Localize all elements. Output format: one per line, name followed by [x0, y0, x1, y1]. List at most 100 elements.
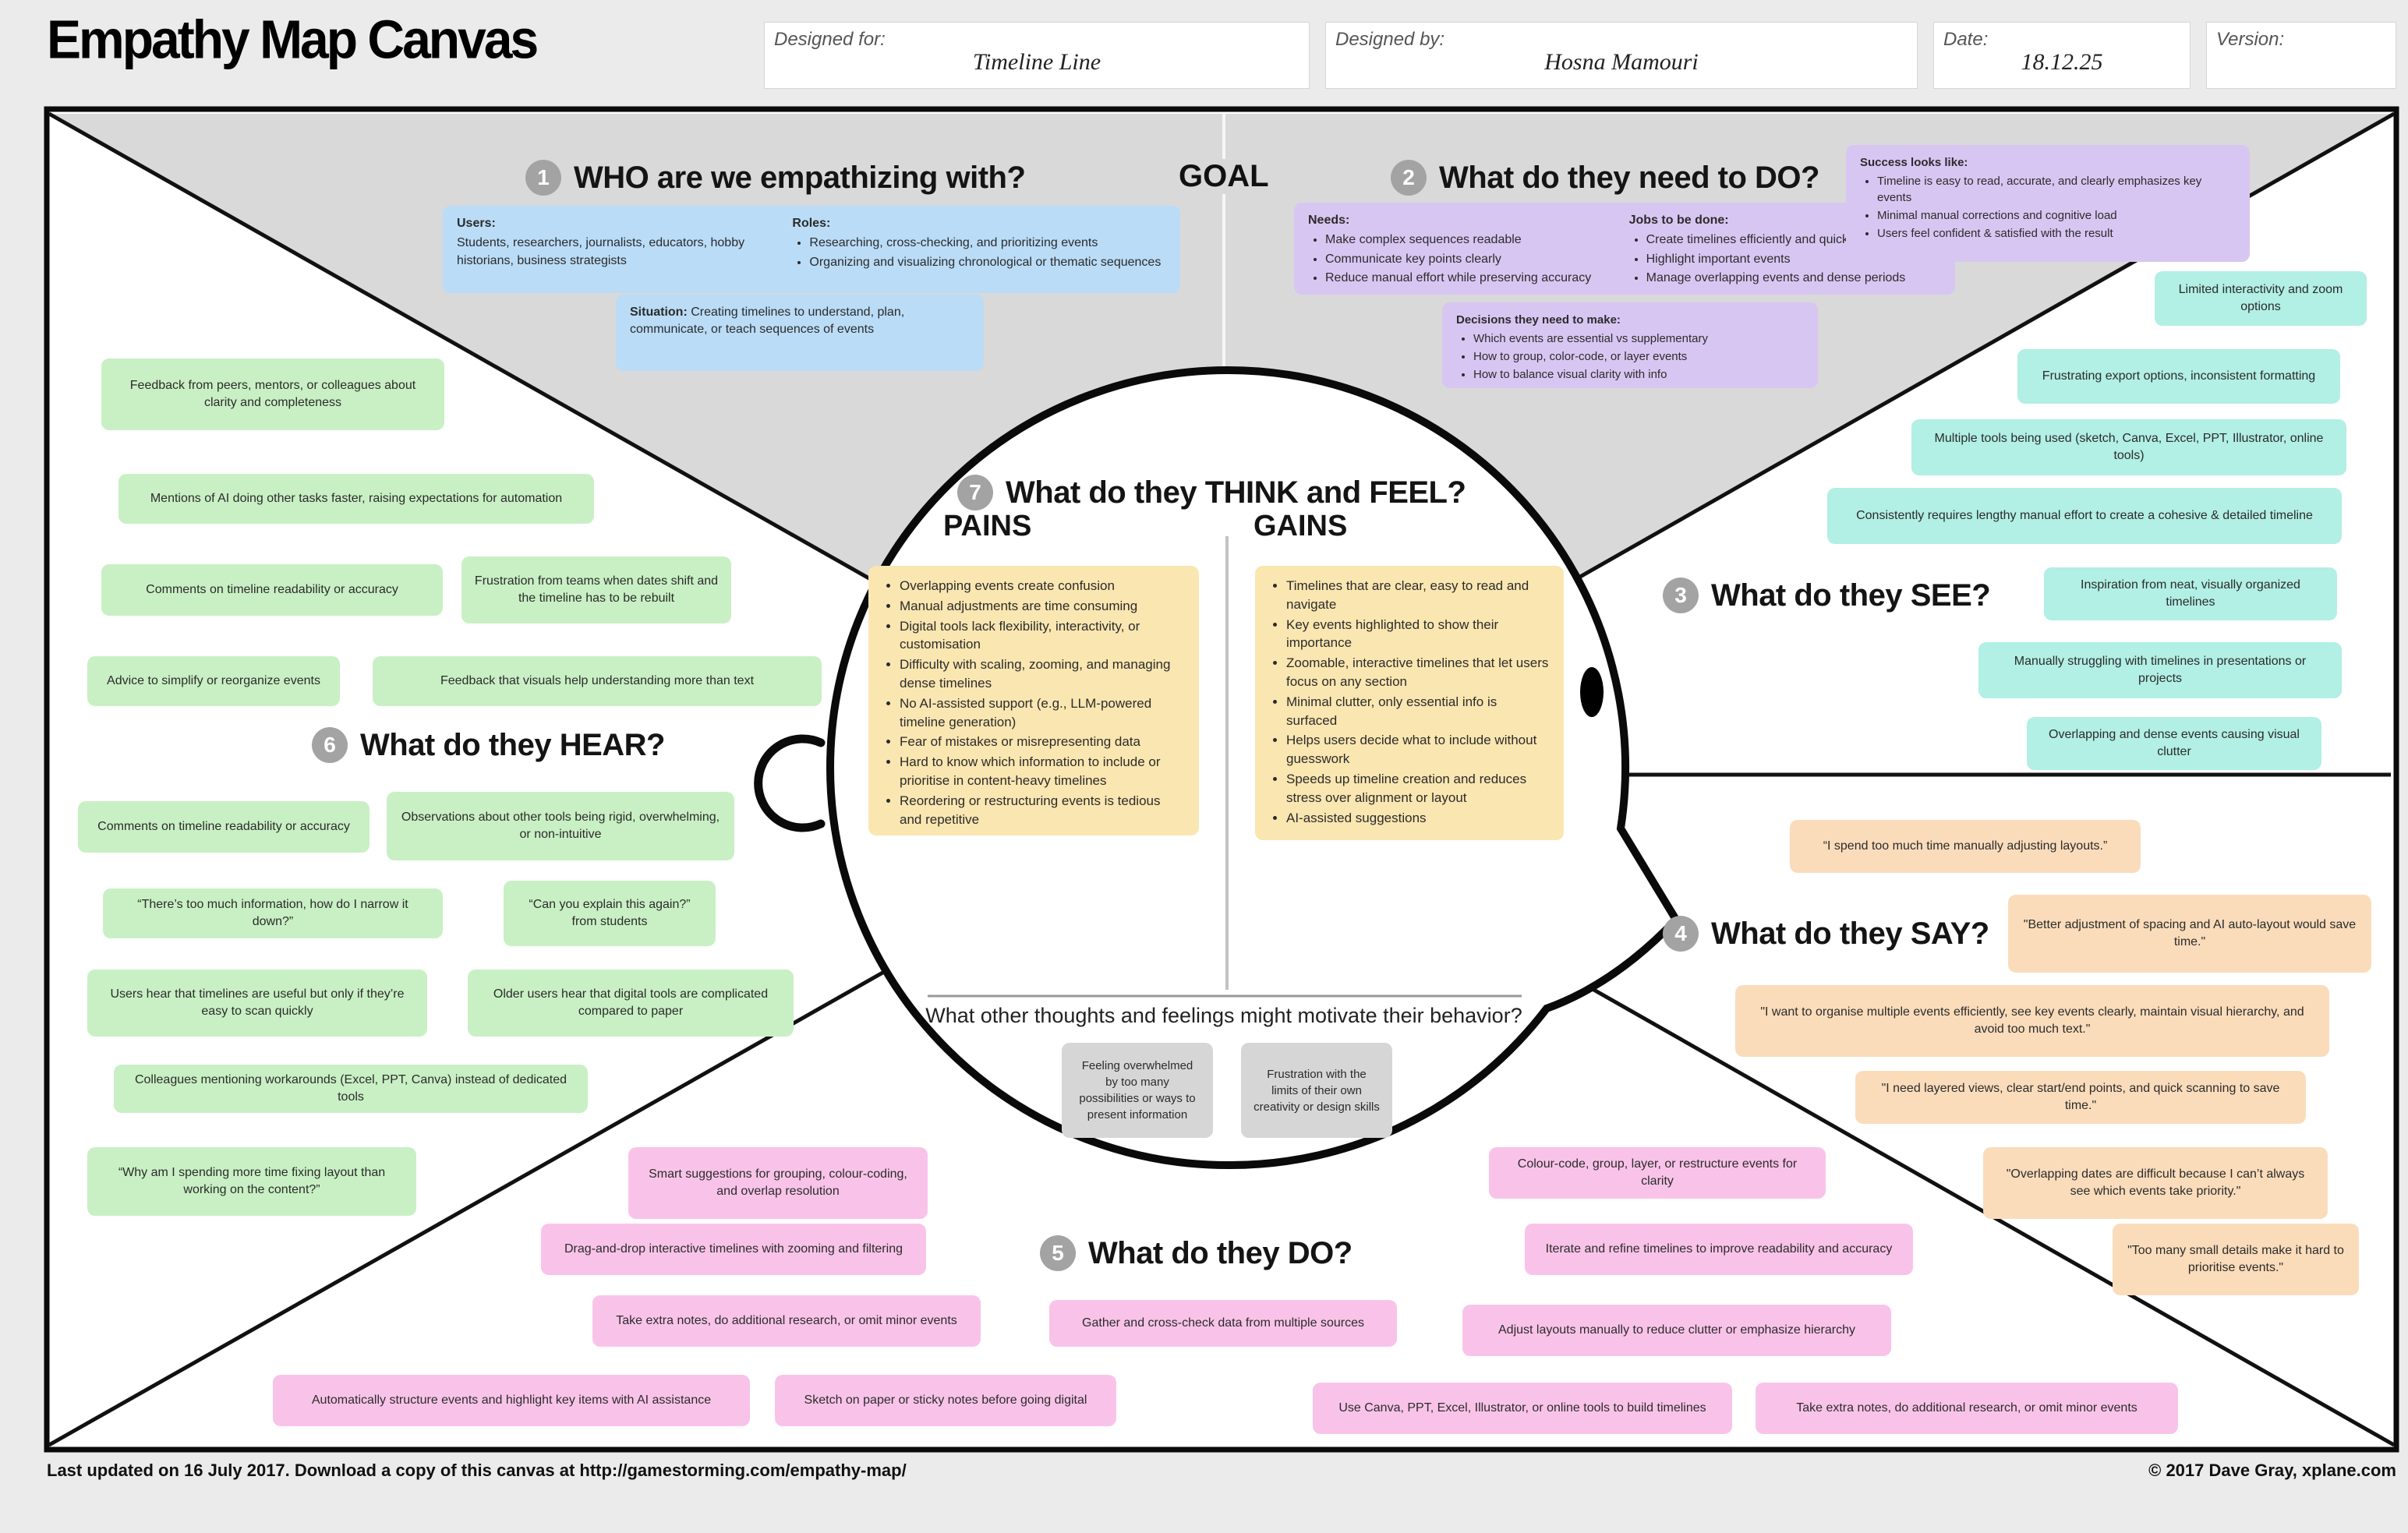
sticky-text: Colour-code, group, layer, or restructur… [1517, 1157, 1798, 1188]
section-number-badge: 4 [1663, 916, 1699, 952]
sticky-text: Feeling overwhelmed by too many possibil… [1079, 1059, 1196, 1121]
sticky-text: Consistently requires lengthy manual eff… [1856, 508, 2313, 522]
sticky-text: Older users hear that digital tools are … [493, 987, 769, 1018]
sticky-text: Overlapping events create confusionManua… [882, 577, 1185, 828]
header-field-value: Timeline Line [972, 49, 1101, 75]
see-note: Frustrating export options, inconsistent… [2017, 349, 2340, 404]
motivation-note: Feeling overwhelmed by too many possibil… [1062, 1043, 1213, 1138]
hear-note: Older users hear that digital tools are … [468, 970, 794, 1037]
sticky-text: Inspiration from neat, visually organize… [2081, 578, 2300, 609]
think-feel-question: What other thoughts and feelings might m… [925, 1004, 1522, 1027]
sticky-text: "I want to organise multiple events effi… [1760, 1005, 2304, 1036]
section-number-badge: 3 [1663, 578, 1699, 613]
pains-label: PAINS [943, 510, 1032, 542]
section-number-badge: 7 [957, 475, 993, 510]
footer-copyright: © 2017 Dave Gray, xplane.com [2148, 1461, 2396, 1480]
say-note: "Overlapping dates are difficult because… [1983, 1147, 2328, 1219]
do-note: Automatically structure events and highl… [273, 1375, 750, 1426]
say-note: “I spend too much time manually adjustin… [1790, 820, 2141, 873]
header-field-label: Designed for: [774, 29, 886, 50]
section-title: What do they HEAR? [360, 727, 665, 762]
sticky-text: Sketch on paper or sticky notes before g… [804, 1393, 1087, 1407]
hear-note: “There’s too much information, how do I … [103, 888, 443, 938]
sticky-text: Situation: Creating timelines to underst… [630, 306, 905, 337]
who-situation-note: Situation: Creating timelines to underst… [616, 295, 984, 371]
do-note: Colour-code, group, layer, or restructur… [1489, 1147, 1826, 1199]
do-note: Take extra notes, do additional research… [1756, 1383, 2178, 1434]
do-note: Drag-and-drop interactive timelines with… [541, 1224, 926, 1275]
section-header: 1 WHO are we empathizing with? [525, 160, 1026, 196]
section-number-badge: 5 [1040, 1235, 1076, 1271]
header-field: Date:18.12.25 [1933, 22, 2191, 89]
sticky-text: Timelines that are clear, easy to read a… [1269, 577, 1550, 827]
sticky-text: Feedback from peers, mentors, or colleag… [129, 378, 416, 409]
sticky-text: "I need layered views, clear start/end p… [1881, 1081, 2280, 1112]
sticky-text: Adjust layouts manually to reduce clutte… [1498, 1323, 1855, 1337]
sticky-text: Decisions they need to make:Which events… [1456, 312, 1804, 383]
sticky-text: Advice to simplify or reorganize events [107, 673, 320, 687]
section-header: 6 What do they HEAR? [312, 727, 665, 763]
sticky-text: Success looks like:Timeline is easy to r… [1860, 154, 2236, 242]
hear-note: Feedback from peers, mentors, or colleag… [101, 359, 444, 430]
sticky-text: Observations about other tools being rig… [401, 810, 720, 841]
section-title: What do they THINK and FEEL? [1006, 475, 1466, 510]
see-note: Multiple tools being used (sketch, Canva… [1911, 419, 2346, 475]
hear-note: Feedback that visuals help understanding… [373, 656, 822, 706]
sticky-text: Comments on timeline readability or accu… [146, 582, 398, 596]
sticky-text: Use Canva, PPT, Excel, Illustrator, or o… [1338, 1401, 1706, 1415]
sticky-text: Gather and cross-check data from multipl… [1082, 1316, 1364, 1330]
sticky-text: Roles:Researching, cross-checking, and p… [792, 215, 1161, 284]
sticky-text: Take extra notes, do additional research… [1796, 1401, 2137, 1415]
hear-note: “Why am I spending more time fixing layo… [87, 1147, 416, 1216]
sticky-text: Multiple tools being used (sketch, Canva… [1934, 431, 2324, 462]
hear-note: Comments on timeline readability or accu… [78, 801, 370, 853]
hear-note: Observations about other tools being rig… [387, 792, 734, 860]
sticky-text: Drag-and-drop interactive timelines with… [564, 1242, 903, 1256]
page-title: Empathy Map Canvas [47, 9, 539, 70]
hear-note: Mentions of AI doing other tasks faster,… [118, 474, 594, 524]
sticky-text: Feedback that visuals help understanding… [440, 673, 755, 687]
see-note: Overlapping and dense events causing vis… [2027, 717, 2321, 770]
sticky-text: Limited interactivity and zoom options [2178, 282, 2343, 313]
sticky-text: Smart suggestions for grouping, colour-c… [649, 1167, 907, 1198]
hear-note: Frustration from teams when dates shift … [461, 556, 731, 623]
section-number-badge: 6 [312, 727, 348, 763]
section-title: WHO are we empathizing with? [574, 160, 1026, 195]
sticky-text: "Too many small details make it hard to … [2127, 1243, 2344, 1274]
section-title: What do they SAY? [1711, 916, 1989, 951]
see-note: Consistently requires lengthy manual eff… [1827, 488, 2342, 544]
see-note: Inspiration from neat, visually organize… [2044, 567, 2337, 620]
need-needs-jobs-note: Needs:Make complex sequences readableCom… [1294, 203, 1955, 295]
hear-note: Advice to simplify or reorganize events [87, 656, 340, 706]
need-success-note: Success looks like:Timeline is easy to r… [1846, 145, 2250, 262]
header-field: Designed for: Timeline Line [764, 22, 1310, 89]
hear-note: “Can you explain this again?” from stude… [504, 881, 716, 946]
header-field-label: Version: [2216, 29, 2285, 50]
sticky-text: Mentions of AI doing other tasks faster,… [150, 491, 563, 505]
section-title: What do they need to DO? [1439, 160, 1819, 195]
sticky-text: Iterate and refine timelines to improve … [1545, 1242, 1893, 1256]
say-note: "I need layered views, clear start/end p… [1855, 1071, 2306, 1124]
header-field-value: Hosna Mamouri [1544, 49, 1699, 75]
sticky-text: Take extra notes, do additional research… [616, 1313, 957, 1327]
do-note: Take extra notes, do additional research… [592, 1295, 981, 1347]
sticky-text: “There’s too much information, how do I … [137, 897, 408, 928]
sticky-text: Colleagues mentioning workarounds (Excel… [134, 1072, 568, 1104]
see-note: Limited interactivity and zoom options [2155, 271, 2367, 326]
ear-icon [754, 734, 826, 832]
pains-note: Overlapping events create confusionManua… [868, 566, 1199, 835]
section-header: 7 What do they THINK and FEEL? [957, 475, 1466, 510]
sticky-text: Users:Students, researchers, journalists… [457, 217, 745, 267]
sticky-text: "Overlapping dates are difficult because… [2006, 1167, 2305, 1198]
footer-note: Last updated on 16 July 2017. Download a… [47, 1461, 907, 1480]
need-decisions-note: Decisions they need to make:Which events… [1442, 302, 1818, 388]
header-field: Version: [2206, 22, 2396, 89]
section-number-badge: 1 [525, 160, 561, 196]
sticky-text: Comments on timeline readability or accu… [97, 819, 350, 833]
sticky-text: “Why am I spending more time fixing layo… [118, 1165, 386, 1196]
do-note: Gather and cross-check data from multipl… [1049, 1300, 1397, 1347]
